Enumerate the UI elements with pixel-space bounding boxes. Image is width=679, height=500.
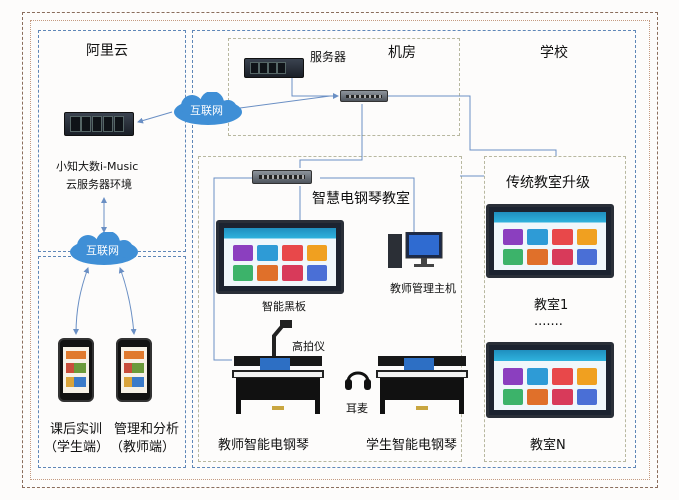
ellipsis-label: ······· (534, 318, 563, 333)
internet-top-label: 互联网 (190, 104, 223, 117)
teacher-piano-label: 教师智能电钢琴 (218, 438, 310, 453)
cloud-icon (174, 92, 242, 125)
jifang-title: 机房 (388, 45, 416, 61)
classroom-1-label: 教室1 (534, 298, 569, 313)
teacher-app-line2: （教师端） (110, 440, 176, 455)
jifang-region (228, 38, 460, 136)
smart-board-icon (486, 342, 614, 418)
computer-icon (388, 232, 443, 268)
switch-icon (252, 170, 312, 184)
student-app-line1: 课后实训 (50, 422, 103, 437)
smart-board-icon (216, 220, 344, 294)
smart-room-title: 智慧电钢琴教室 (312, 191, 410, 207)
outer-frame (22, 12, 658, 488)
outer-frame-inner (30, 20, 650, 480)
server-icon (64, 112, 134, 136)
aliyun-title: 阿里云 (86, 43, 128, 59)
cloud-icon (70, 232, 138, 265)
student-app-line2: （学生端） (44, 440, 110, 455)
cloud-server-env-line1: 小知大数i-Music (56, 160, 139, 173)
phone-icon (58, 338, 94, 402)
school-title: 学校 (540, 45, 568, 61)
camera-label: 高拍仪 (292, 340, 325, 353)
server-label: 服务器 (310, 50, 347, 64)
traditional-room-title: 传统教室升级 (506, 175, 590, 191)
school-region (192, 30, 636, 468)
classroom-n-label: 教室N (530, 438, 566, 453)
teacher-app-line1: 管理和分析 (114, 422, 180, 437)
teacher-pc-label: 教师管理主机 (390, 282, 456, 295)
headphones-label: 耳麦 (346, 402, 368, 415)
piano-icon (232, 356, 324, 414)
piano-icon (376, 356, 468, 414)
headphones-icon (345, 371, 371, 390)
student-piano-label: 学生智能电钢琴 (366, 438, 458, 453)
cloud-server-env-line2: 云服务器环境 (66, 178, 132, 191)
server-icon (244, 58, 304, 78)
phone-icon (116, 338, 152, 402)
traditional-room-region (484, 156, 626, 462)
smart-room-region (198, 156, 462, 462)
switch-icon (340, 90, 388, 102)
internet-bottom-label: 互联网 (86, 244, 119, 257)
smart-board-icon (486, 204, 614, 278)
smart-board-label: 智能黑板 (262, 300, 306, 313)
